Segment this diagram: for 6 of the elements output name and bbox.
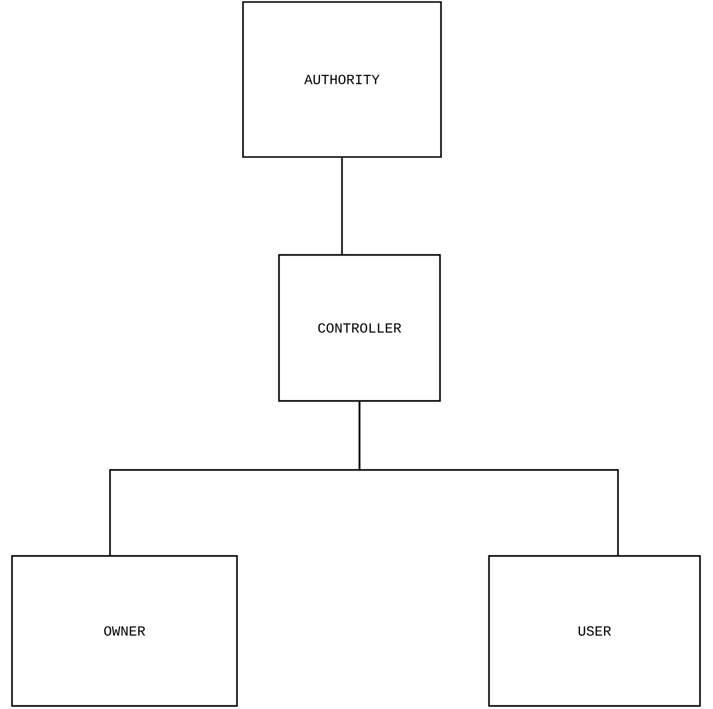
process-box: CONTROLLER: [278, 254, 441, 402]
connector-line: [341, 158, 343, 254]
process-box: AUTHORITY: [242, 1, 442, 158]
process-box: USER: [488, 555, 701, 707]
connector-line: [358, 402, 619, 556]
process-box: OWNER: [11, 555, 238, 707]
